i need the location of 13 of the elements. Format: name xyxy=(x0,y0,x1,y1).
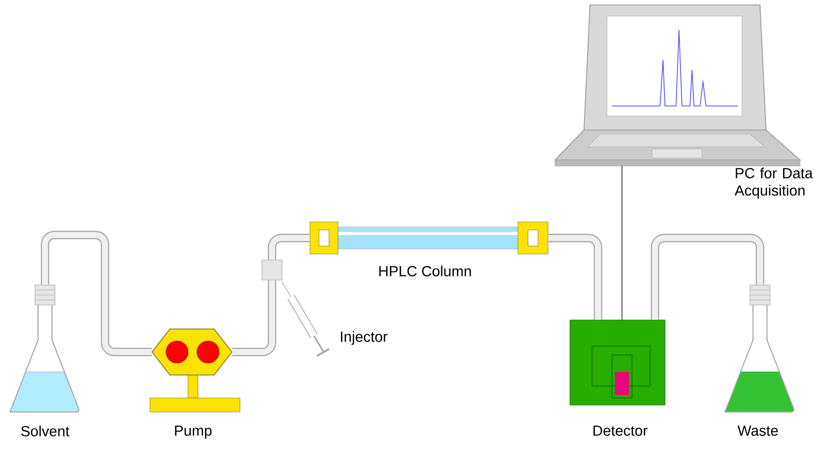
node-label: Waste xyxy=(738,426,778,436)
node-label: PC for Data Acquisition xyxy=(734,168,813,199)
tube xyxy=(232,280,276,356)
cable xyxy=(621,165,623,320)
tube xyxy=(40,230,152,356)
node-label: Detector xyxy=(594,426,648,436)
tube xyxy=(548,234,602,320)
node-label: Pump xyxy=(175,426,212,439)
node-label: HPLC Column xyxy=(379,266,471,276)
node-label: Injector xyxy=(340,331,388,345)
tube xyxy=(650,234,764,320)
node-label: Solvent xyxy=(21,426,70,436)
tube xyxy=(268,234,310,260)
